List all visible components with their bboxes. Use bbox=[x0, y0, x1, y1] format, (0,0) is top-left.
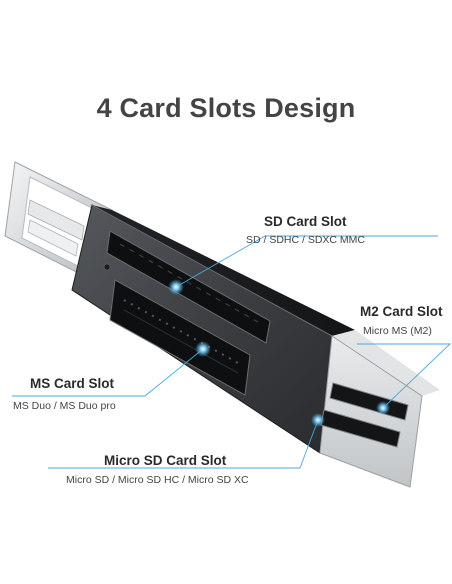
microsd-callout-line bbox=[48, 419, 319, 469]
sd-callout-line bbox=[175, 235, 438, 288]
microsd-slot-formats: Micro SD / Micro SD HC / Micro SD XC bbox=[66, 474, 249, 486]
m2-slot-formats: Micro MS (M2) bbox=[363, 325, 432, 337]
slot-markers bbox=[168, 279, 390, 427]
headline: 4 Card Slots Design bbox=[96, 93, 356, 123]
m2-marker bbox=[376, 401, 390, 415]
callout-lines bbox=[12, 235, 452, 469]
ms-slot-formats: MS Duo / MS Duo pro bbox=[13, 400, 116, 412]
ms-marker bbox=[195, 341, 211, 357]
sd-slot-formats: SD / SDHC / SDXC MMC bbox=[246, 234, 366, 246]
sd-marker bbox=[168, 279, 184, 295]
microsd-slot-label: Micro SD Card Slot bbox=[104, 453, 227, 468]
m2-slot-label: M2 Card Slot bbox=[360, 304, 443, 319]
ms-callout-line bbox=[12, 348, 204, 397]
sd-slot-label: SD Card Slot bbox=[264, 214, 347, 229]
microsd-marker bbox=[311, 413, 325, 427]
ms-slot-label: MS Card Slot bbox=[30, 376, 115, 391]
reader-body bbox=[71, 204, 355, 454]
m2-callout-line bbox=[357, 343, 452, 409]
